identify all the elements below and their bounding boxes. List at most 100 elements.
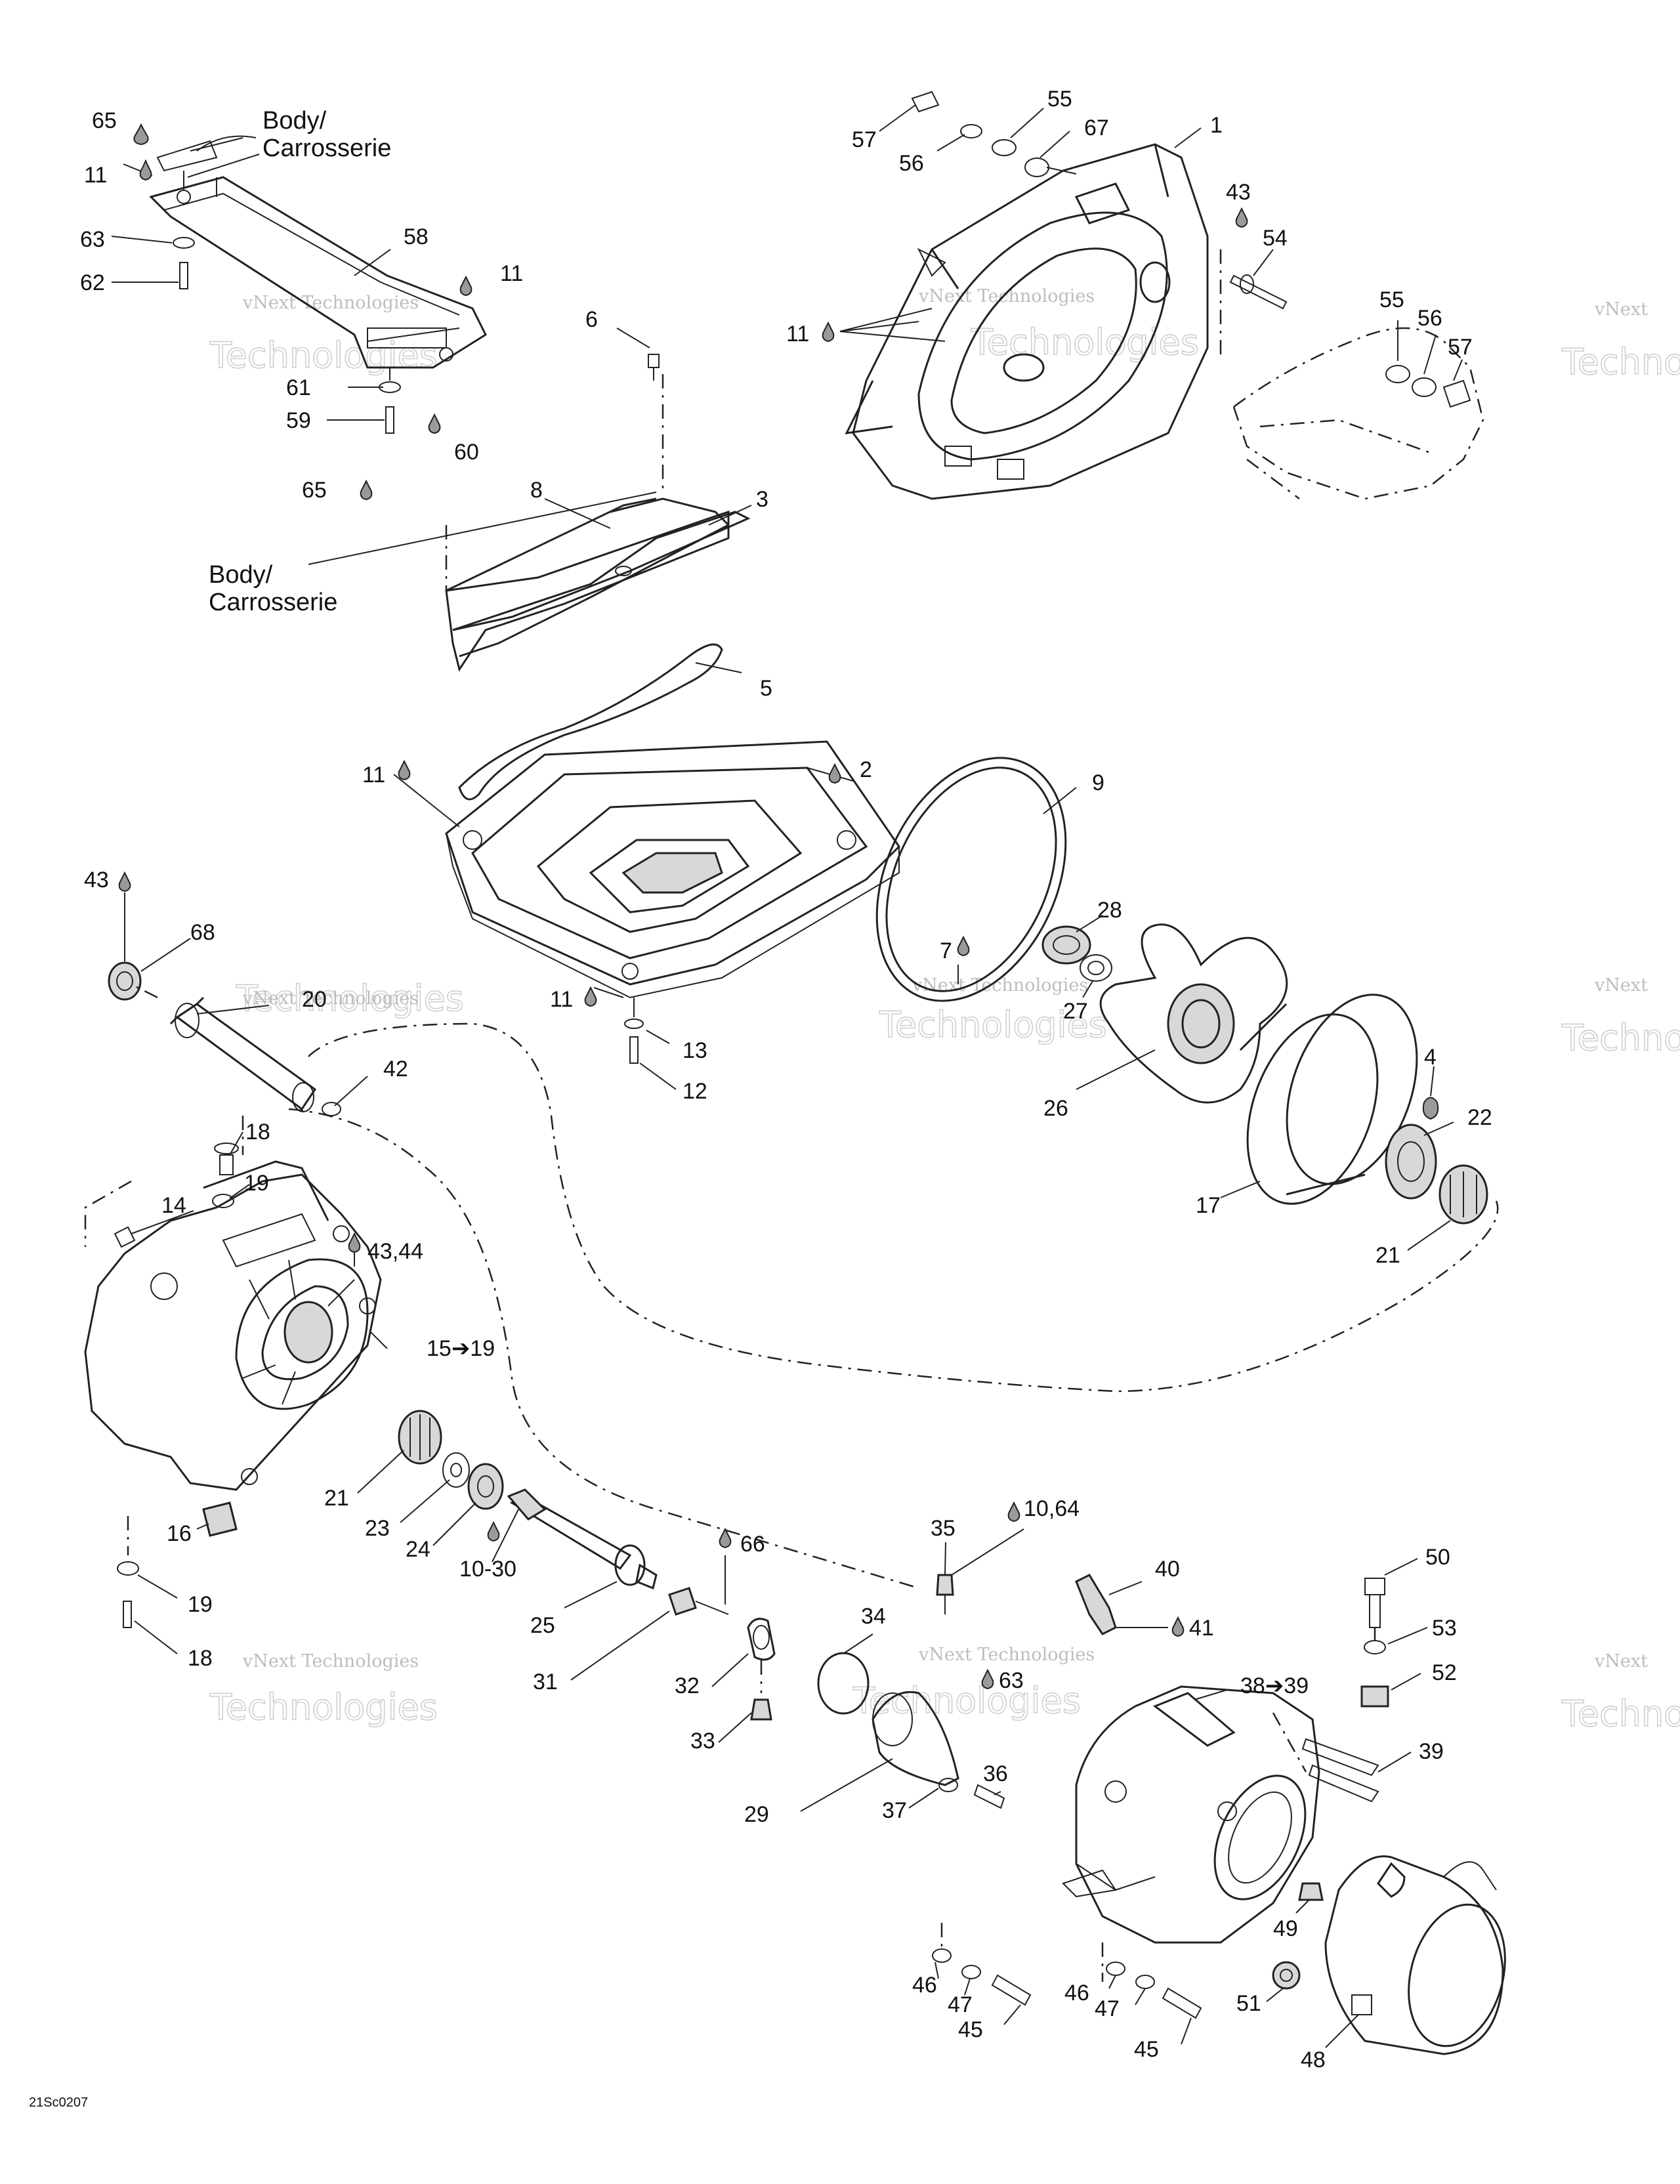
callout-32: 32 [675, 1673, 700, 1698]
callout-6: 6 [585, 307, 598, 332]
callout-57: 57 [1448, 335, 1473, 360]
callout-42: 42 [383, 1057, 408, 1082]
callout-53: 53 [1432, 1616, 1457, 1641]
drop-icon [133, 123, 149, 146]
part-68-seal [108, 961, 142, 1001]
callout-16: 16 [167, 1521, 192, 1546]
callout-62: 62 [80, 270, 105, 295]
callout-20: 20 [302, 987, 327, 1012]
callout-31: 31 [533, 1670, 558, 1694]
drop-icon [348, 1232, 361, 1253]
callout-19: 19 [244, 1171, 269, 1196]
part-16-fitting [202, 1502, 238, 1537]
watermark: Technologies [209, 1687, 438, 1728]
part-33-plug [750, 1660, 772, 1721]
callout-22: 22 [1467, 1105, 1492, 1130]
drop-icon [822, 321, 835, 343]
callout-55: 55 [1047, 87, 1072, 112]
body-notes: Body/ Carrosserie Body/ Carrosserie [196, 107, 391, 616]
part-32-bearing [747, 1618, 776, 1661]
part-17-wear-ring [1239, 994, 1418, 1205]
part-49-nut [1298, 1882, 1324, 1901]
callout-39: 39 [1419, 1739, 1444, 1764]
callout-11: 11 [362, 763, 385, 788]
part-51-bushing [1272, 1961, 1301, 1990]
callout-11: 11 [550, 987, 573, 1012]
callout-57: 57 [852, 127, 877, 152]
callout-68: 68 [190, 920, 215, 945]
drawing-code: 21Sc0207 [29, 2095, 88, 2110]
drop-icon [118, 871, 131, 892]
callout-60: 60 [454, 440, 479, 465]
callout-56: 56 [899, 151, 924, 176]
callout-63: 63 [999, 1668, 1024, 1693]
callout-54: 54 [1263, 226, 1288, 251]
callout-45: 45 [958, 2017, 983, 2042]
watermark: vNext [1594, 975, 1648, 996]
body-note-line2: Carrosserie [209, 589, 337, 616]
part-26-impeller [1099, 923, 1288, 1104]
part-22-cap [1385, 1124, 1437, 1200]
callout-2: 2 [860, 757, 872, 782]
body-note-line1: Body/ [209, 561, 273, 589]
watermark: vNext Technologies [918, 286, 1095, 306]
callout-12: 12 [682, 1079, 707, 1104]
callout-46: 46 [1064, 1981, 1089, 2006]
drop-icon [584, 986, 597, 1007]
sealant-drop-icons [118, 123, 1248, 1690]
callout-58: 58 [404, 224, 429, 249]
callout-43-44: 43,44 [368, 1239, 423, 1264]
watermark: Technologies [879, 1004, 1107, 1045]
hardware-50-53 [1360, 1578, 1389, 1708]
watermark: vNext Technologies [242, 1651, 419, 1671]
part-25-shaft [507, 1488, 658, 1590]
part-15-pump-housing [84, 1116, 382, 1491]
part-42-oring [322, 1102, 341, 1116]
callout-61: 61 [286, 375, 311, 400]
watermark: Technologies [209, 335, 438, 376]
callout-3: 3 [756, 487, 768, 512]
callout-4: 4 [1424, 1045, 1437, 1070]
callout-5: 5 [760, 676, 772, 701]
callout-10-64: 10,64 [1024, 1496, 1080, 1521]
part-58-bracket [149, 140, 487, 369]
assembly-outline [84, 1180, 132, 1247]
part-29-cone [872, 1690, 959, 1786]
callout-66: 66 [740, 1532, 765, 1557]
watermark: Technologies [236, 978, 464, 1019]
part-20-driveshaft [131, 983, 317, 1112]
part-38-venturi [1062, 1685, 1320, 1982]
part-27-seal [1080, 954, 1112, 982]
part-3-plate [445, 374, 751, 672]
body-note-line1: Body/ [262, 107, 327, 135]
callout-35: 35 [931, 1516, 956, 1541]
callout-19: 19 [188, 1592, 213, 1617]
callout-11: 11 [500, 261, 523, 286]
part-1-intake-housing [845, 143, 1209, 500]
part-2-housing-plate [445, 740, 900, 1064]
drop-icon [1171, 1616, 1185, 1637]
callout-13: 13 [682, 1038, 707, 1063]
callout-21: 21 [1376, 1243, 1400, 1268]
callout-34: 34 [861, 1604, 886, 1629]
callout-18: 18 [245, 1120, 270, 1144]
drop-icon [139, 159, 152, 181]
callout-17: 17 [1196, 1193, 1221, 1218]
callout-11: 11 [786, 322, 809, 346]
callout-27: 27 [1063, 999, 1088, 1024]
callout-59: 59 [286, 408, 311, 433]
callout-37: 37 [882, 1798, 907, 1823]
callout-48: 48 [1301, 2048, 1326, 2072]
callout-45: 45 [1134, 2037, 1159, 2062]
callout-36: 36 [983, 1761, 1008, 1786]
callout-51: 51 [1236, 1991, 1261, 2016]
callout-7: 7 [940, 938, 952, 963]
watermark: vNext Technologies [242, 988, 419, 1009]
callout-33: 33 [690, 1729, 715, 1754]
part-5-gasket [458, 643, 723, 801]
part-23-washer [442, 1452, 470, 1488]
part-9-ring [875, 757, 1067, 1002]
drop-icon [428, 413, 441, 434]
callout-47: 47 [948, 1992, 973, 2017]
